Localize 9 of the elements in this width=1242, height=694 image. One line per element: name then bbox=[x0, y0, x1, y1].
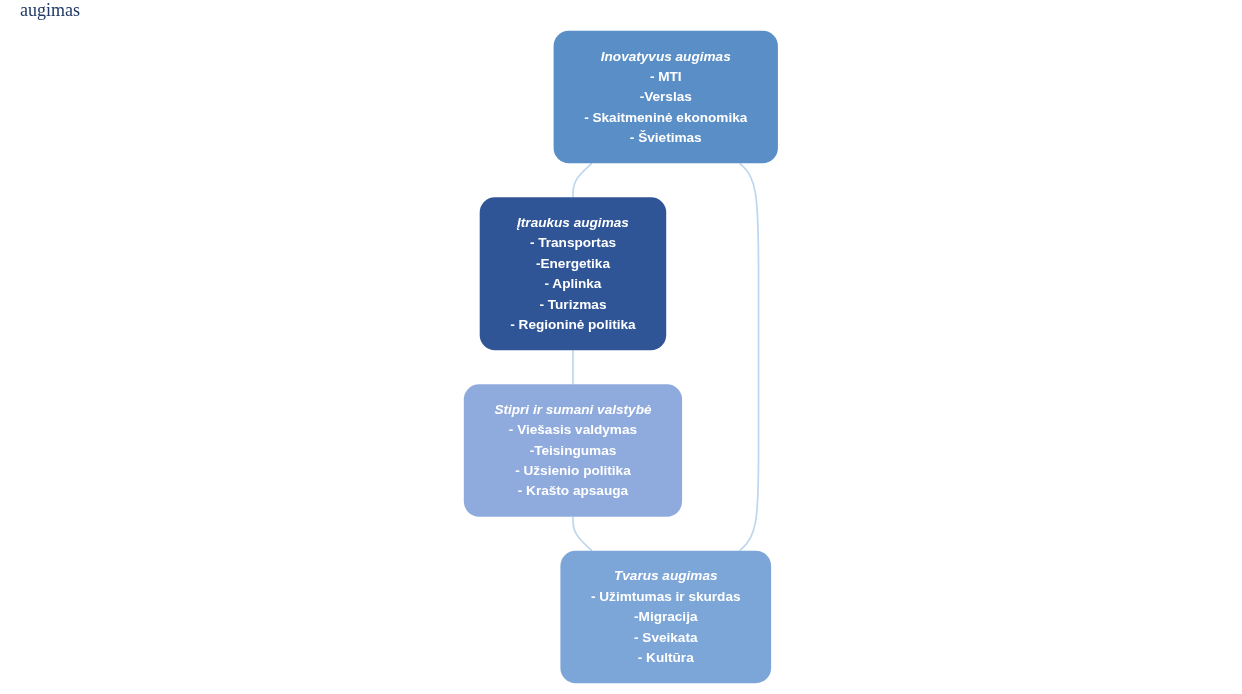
connector bbox=[572, 515, 593, 552]
node-box: Inovatyvus augimas - MTI -Verslas - Skaitmeninė ekonomika - Švietimas bbox=[553, 30, 779, 164]
connector bbox=[572, 162, 593, 199]
node-box: Tvarus augimas - Užimtumas ir skurdas -Migracija - Sveikata - Kultūra bbox=[560, 550, 772, 684]
node-box: Stipri ir sumani valstybė - Viešasis valdymas -Teisingumas - Užsienio politika - Krašto apsauga bbox=[463, 384, 683, 517]
node-box: Įtraukus augimas - Transportas -Energetika - Aplinka - Turizmas - Regioninė politika bbox=[479, 197, 667, 351]
connector bbox=[738, 162, 760, 552]
connector bbox=[572, 349, 574, 386]
cut-off-text: augimas bbox=[20, 0, 80, 21]
